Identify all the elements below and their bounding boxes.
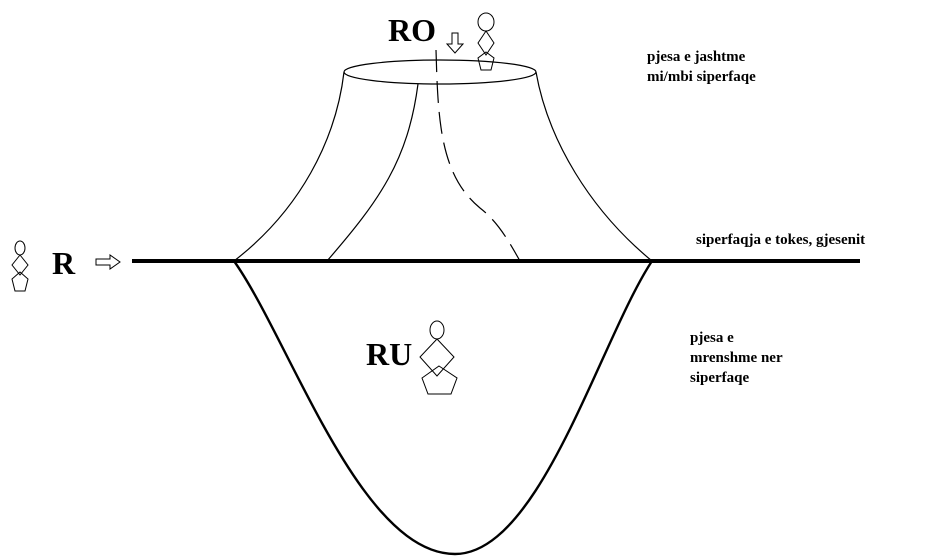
label-inner-part-line2: mrenshme ner <box>690 350 783 366</box>
mountain-inner-ridge <box>326 83 419 262</box>
label-r: R <box>52 245 76 281</box>
underground-part <box>233 260 654 556</box>
label-surface: siperfaqja e tokes, gjesenit <box>696 232 866 248</box>
person-icon <box>419 320 458 395</box>
label-ro: RO <box>388 12 436 48</box>
person-icon <box>477 12 495 71</box>
label-outer-part-line2: mi/mbi siperfaqe <box>647 69 756 85</box>
arrow-down-icon <box>445 32 465 54</box>
mountain-outer-left-edge <box>233 71 345 262</box>
label-inner-part-line1: pjesa e <box>690 330 734 346</box>
label-ru: RU <box>366 336 413 372</box>
person-icon <box>11 240 29 292</box>
label-outer-part-line1: pjesa e jashtme <box>647 49 746 65</box>
mountain-hidden-ridge <box>435 49 521 262</box>
mountain-shape <box>233 49 653 262</box>
label-inner-part-line3: siperfaqe <box>690 370 750 386</box>
arrow-right-icon <box>95 254 121 270</box>
mountain-outer-right-edge <box>535 71 653 262</box>
mountain-top-ellipse <box>343 59 537 85</box>
